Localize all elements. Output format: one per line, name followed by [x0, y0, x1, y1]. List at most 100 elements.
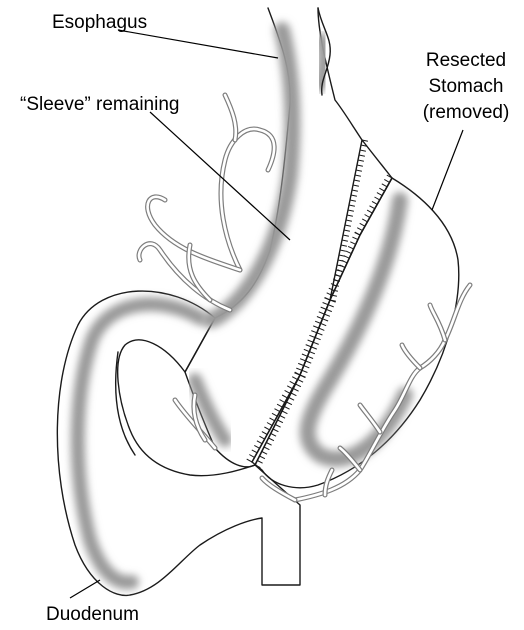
staple-tick [382, 184, 387, 187]
staple-tick [345, 225, 351, 226]
staple-tick [355, 233, 360, 236]
staple-tick [342, 240, 348, 241]
resected-label-line2: Stomach [429, 76, 504, 97]
staple-tick [346, 220, 352, 221]
staple-tick [349, 205, 355, 206]
staple-tick [311, 347, 317, 349]
staple-tick [367, 210, 372, 213]
staple-tick [340, 265, 345, 268]
staple-tick [308, 356, 314, 358]
sleeve-leader [150, 112, 290, 240]
staple-tick [304, 349, 310, 351]
staple-tick [317, 317, 323, 319]
staple-tick [308, 340, 314, 342]
staple-tick [270, 418, 275, 421]
staple-tick [300, 359, 306, 361]
staple-tick [260, 456, 265, 459]
duodenum-inner-curve [116, 352, 135, 455]
staple-tick [323, 319, 329, 321]
staple-tick [296, 368, 302, 370]
staple-tick [375, 197, 380, 200]
staple-tick [264, 427, 269, 430]
staple-tick [348, 210, 354, 211]
staple-tick [290, 381, 295, 384]
esophagus-leader [118, 30, 278, 58]
staple-tick [354, 180, 360, 181]
duodenum-label: Duodenum [46, 604, 139, 625]
duodenum [57, 291, 300, 595]
staple-tick [321, 323, 327, 325]
staple-tick [306, 345, 312, 347]
staple-tick [285, 390, 290, 393]
staple-tick [262, 452, 267, 455]
staple-tick [323, 303, 329, 305]
staple-tick [355, 175, 361, 176]
staple-tick [313, 326, 319, 328]
staple-tick [315, 338, 321, 340]
staple-tick [298, 363, 304, 365]
staple-tick [347, 215, 353, 216]
staple-tick [282, 411, 287, 414]
staple-tick [370, 206, 375, 209]
staple-tick [254, 445, 259, 448]
staple-tick [344, 230, 350, 231]
staple-tick [352, 237, 358, 240]
staple-tick [377, 193, 382, 196]
staple-tick [273, 429, 278, 432]
staple-tick [362, 219, 367, 222]
staple-tick [351, 195, 357, 196]
staple-tick [247, 459, 252, 462]
staple-tick [257, 441, 262, 444]
staple-tick [282, 395, 287, 398]
staple-tick [326, 309, 332, 311]
resected-label-line1: Resected [426, 50, 506, 71]
staple-tick [358, 160, 364, 161]
staple-tick [360, 150, 366, 151]
duodenum-shading [78, 304, 200, 582]
staple-tick [302, 354, 308, 356]
staple-tick [249, 455, 254, 458]
resected-label-line3: (removed) [423, 102, 510, 123]
staple-tick [284, 407, 289, 410]
staple-tick [280, 416, 285, 419]
staple-tick [309, 335, 315, 337]
duodenum-leader [70, 580, 100, 598]
staple-tick [356, 170, 362, 171]
esophagus-label: Esophagus [52, 12, 147, 33]
staple-tick [350, 200, 356, 201]
staple-tick [346, 251, 351, 254]
staple-tick [278, 420, 283, 423]
staple-tick [313, 342, 319, 344]
staple-tick [321, 307, 327, 309]
staple-tick [259, 436, 264, 439]
staple-tick [257, 461, 262, 464]
staple-tick [302, 370, 308, 372]
staple-tick [293, 389, 298, 392]
staple-tick [365, 215, 370, 218]
staple-tick [287, 386, 292, 389]
staple-tick [372, 201, 377, 204]
staple-tick [359, 155, 365, 156]
sleeve-label: “Sleeve” remaining [20, 94, 179, 115]
staple-tick [311, 331, 317, 333]
staple-tick [344, 256, 350, 259]
staple-tick [315, 321, 321, 323]
staple-tick [384, 179, 389, 182]
staple-tick [357, 228, 362, 231]
staple-tick [272, 413, 277, 416]
staple-tick [275, 425, 280, 428]
staple-tick [304, 366, 310, 368]
staple-tick [342, 260, 347, 263]
staple-tick [360, 223, 365, 226]
staple-tick [292, 377, 297, 380]
staple-tick [262, 432, 267, 435]
staple-tick [319, 328, 325, 330]
staple-tick [317, 333, 323, 335]
staple-tick [340, 250, 346, 251]
staple-tick [289, 398, 294, 401]
staple-tick [296, 384, 301, 387]
staple-tick [271, 434, 276, 437]
staple-tick [350, 242, 355, 245]
staple-tick [252, 450, 257, 453]
staple-tick [357, 165, 363, 166]
